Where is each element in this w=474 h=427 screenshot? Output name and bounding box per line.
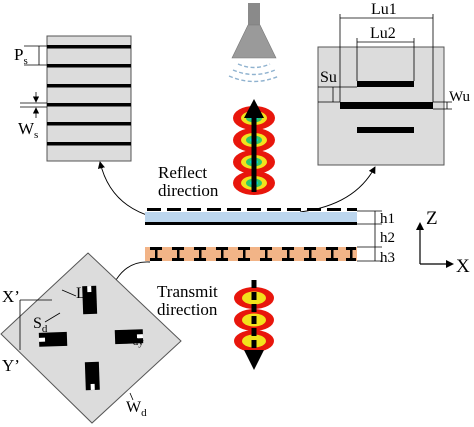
up-arrow-icon: [244, 99, 264, 118]
unit-cell-panel: Lu1 Lu2 Su Wu: [317, 1, 471, 166]
horn-antenna-icon: [231, 3, 277, 59]
ldy-label: Ldy: [123, 328, 144, 348]
grating-strip: [47, 64, 131, 68]
wd-label: Wd: [126, 399, 147, 419]
grating-strip: [47, 122, 131, 126]
sd-label: Sd: [33, 315, 48, 335]
grating-strip: [47, 45, 131, 49]
wave-arc: [232, 69, 276, 76]
reflected-beam: [233, 99, 275, 195]
dipole-cell-background: [0, 252, 182, 424]
dipole-bar: [84, 361, 100, 391]
x-prime-label: X’: [2, 287, 20, 306]
grating-panel: Ps Ws: [14, 35, 132, 162]
upper-strip: [357, 81, 414, 87]
i-beam-row: [150, 247, 356, 261]
wave-arc: [237, 63, 271, 69]
ground-plane: [145, 222, 357, 225]
horn-flare: [231, 24, 277, 59]
h1-label: h1: [380, 211, 395, 227]
wd-leader: [129, 392, 134, 401]
y-prime-label: Y’: [2, 356, 20, 375]
ldx-leader: [61, 289, 77, 297]
middle-strip: [340, 102, 433, 109]
wave-arc: [228, 75, 280, 83]
cross-section: h1 h2 h3: [145, 208, 395, 266]
top-strip-row: [147, 208, 357, 211]
connector-to-grating: [97, 161, 154, 218]
grating-panel-background: [46, 35, 132, 162]
sd-leader: [44, 312, 61, 323]
wu-label: Wu: [449, 89, 471, 105]
down-arrow-icon: [244, 350, 264, 370]
lu1-label: Lu1: [371, 1, 397, 18]
x-arrowhead: [446, 260, 454, 268]
su-label: Su: [320, 69, 337, 86]
x-axis-label: X: [456, 256, 470, 277]
dipole-cell-panel: X’ Y’ Sd Ldx Ldy Wd: [0, 252, 182, 424]
z-axis-label: Z: [426, 208, 438, 229]
radiated-waves: [228, 63, 280, 83]
thickness-dimensions: [357, 210, 382, 262]
h3-label: h3: [380, 250, 395, 266]
grating-strip: [47, 84, 131, 88]
grating-strip: [47, 103, 131, 107]
reflect-direction-label: direction: [158, 181, 219, 200]
lower-strip: [357, 127, 414, 133]
dipole-bar: [114, 329, 144, 345]
ldx-label: Ldx: [76, 285, 97, 305]
transmit-label: Transmit: [157, 282, 218, 301]
coordinate-axes: Z X: [416, 208, 470, 277]
dipole-bar: [38, 331, 68, 347]
connector-to-unit-cell: [299, 166, 376, 213]
transmit-direction-label: direction: [157, 300, 218, 319]
grating-strip: [47, 142, 131, 146]
transmitted-beam: [234, 280, 274, 370]
bottom-substrate: [145, 247, 357, 261]
ws-label: Ws: [18, 119, 38, 141]
horn-feed: [248, 3, 260, 25]
reflect-label: Reflect: [158, 163, 207, 182]
lu2-label: Lu2: [370, 25, 396, 42]
ps-label: Ps: [14, 45, 28, 67]
top-substrate: [145, 212, 357, 222]
h2-label: h2: [380, 230, 395, 246]
z-arrowhead: [416, 222, 424, 230]
dipole-bar: [82, 285, 98, 315]
